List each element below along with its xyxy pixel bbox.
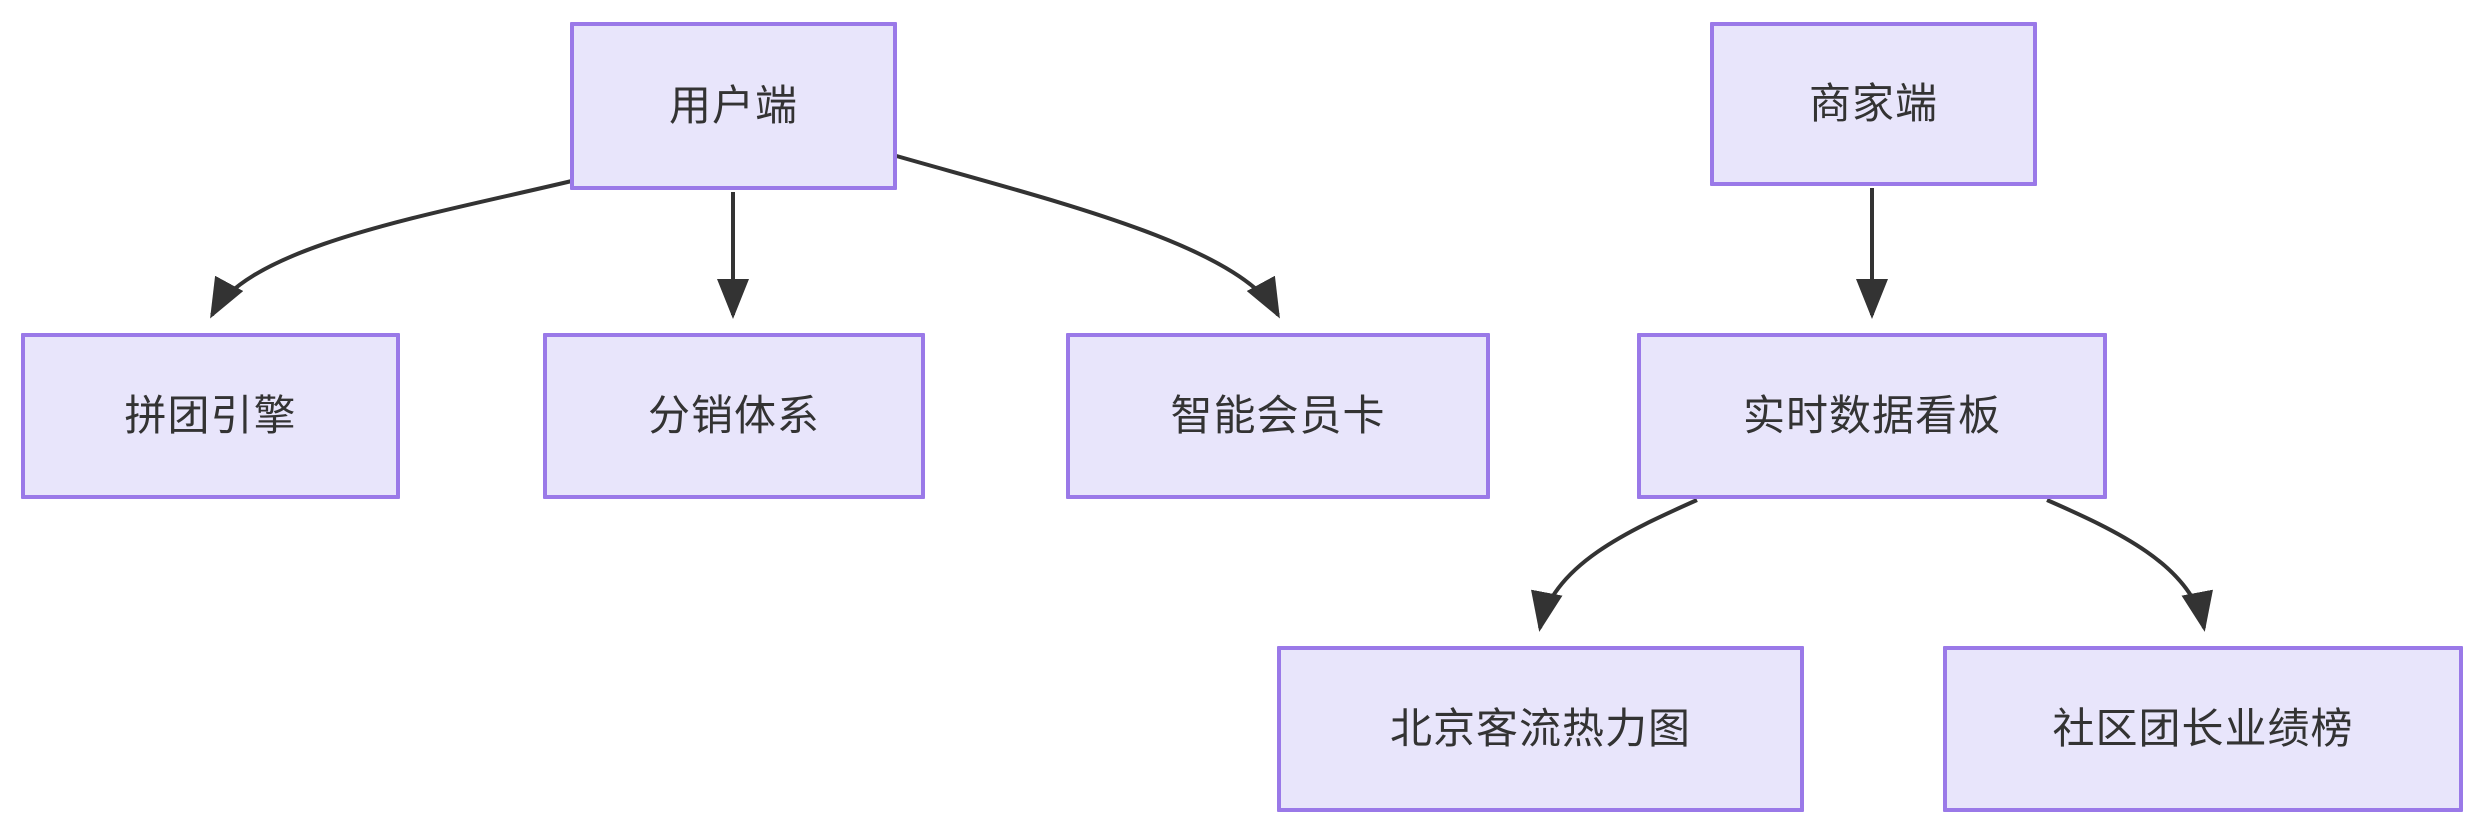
node-beijing-traffic-heatmap[interactable]: 北京客流热力图	[1277, 646, 1804, 812]
node-distribution-system[interactable]: 分销体系	[543, 333, 925, 499]
node-label-user-client: 用户端	[668, 81, 798, 129]
node-merchant-client[interactable]: 商家端	[1710, 22, 2037, 186]
node-label-distribution-system: 分销体系	[647, 391, 820, 439]
edge-user-to-membership	[892, 153, 1280, 319]
node-label-community-leader-ranking: 社区团长业绩榜	[2052, 704, 2354, 752]
node-community-leader-ranking[interactable]: 社区团长业绩榜	[1943, 646, 2463, 812]
edge-user-to-group-buy	[210, 178, 577, 319]
node-realtime-dashboard[interactable]: 实时数据看板	[1637, 333, 2107, 499]
node-user-client[interactable]: 用户端	[570, 22, 897, 190]
node-group-buy-engine[interactable]: 拼团引擎	[21, 333, 400, 499]
edge-dashboard-to-heatmap	[1531, 498, 1698, 632]
node-label-beijing-traffic-heatmap: 北京客流热力图	[1389, 704, 1691, 752]
node-label-group-buy-engine: 拼团引擎	[124, 391, 297, 439]
node-smart-membership-card[interactable]: 智能会员卡	[1066, 333, 1490, 499]
node-label-merchant-client: 商家端	[1808, 79, 1938, 127]
node-label-realtime-dashboard: 实时数据看板	[1742, 391, 2001, 439]
node-label-smart-membership-card: 智能会员卡	[1170, 391, 1386, 439]
edge-dashboard-to-ranking	[2046, 498, 2213, 632]
